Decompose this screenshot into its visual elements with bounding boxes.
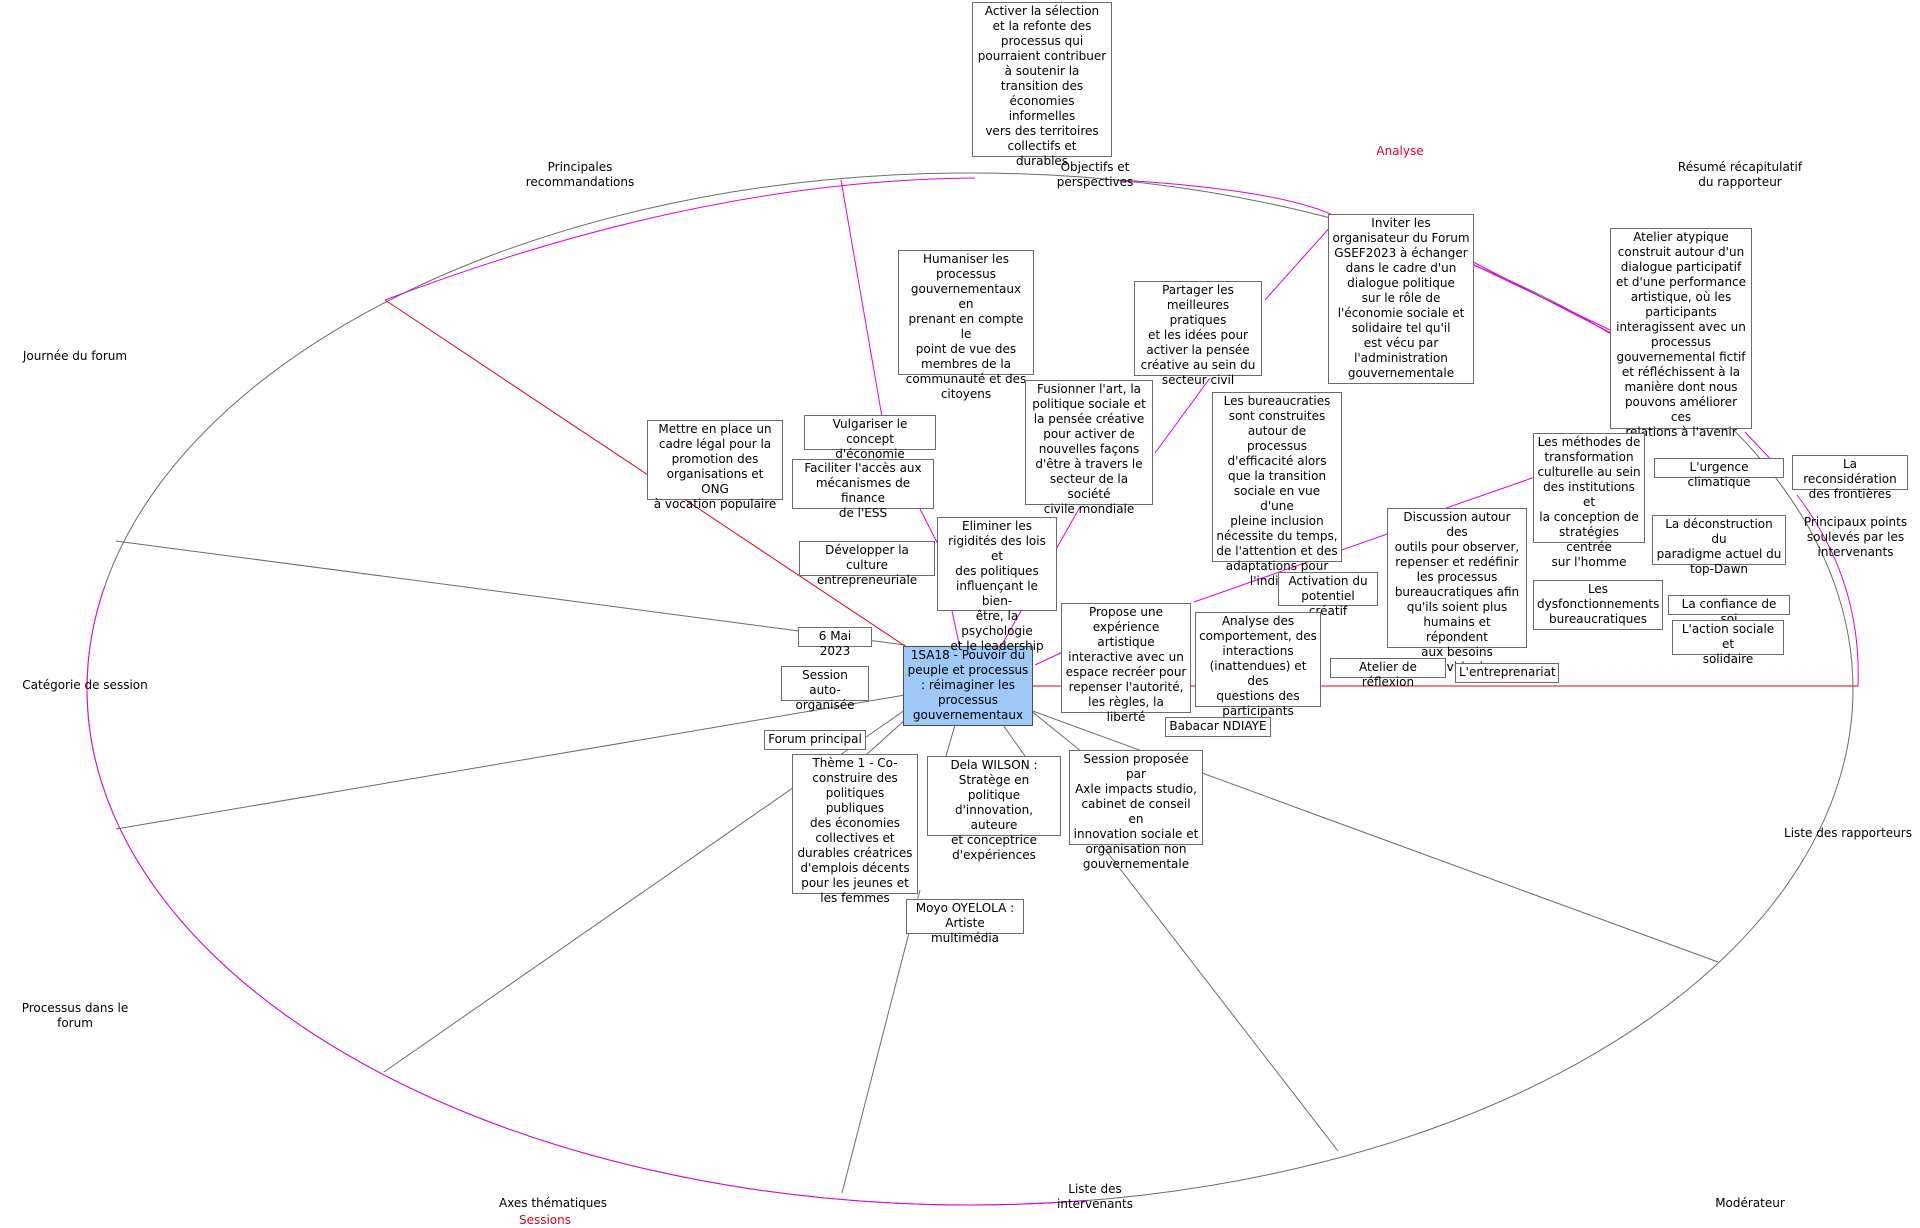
- node-mettre[interactable]: Mettre en place un cadre légal pour la p…: [647, 420, 783, 511]
- line-partager: [1154, 377, 1211, 454]
- label-axes: Axes thématiques: [498, 1196, 608, 1210]
- node-date[interactable]: 6 Mai 2023: [798, 627, 872, 658]
- line-eliminer-center: [951, 610, 961, 649]
- node-dela[interactable]: Dela WILSON : Stratège en politique d'in…: [927, 756, 1061, 862]
- node-deconstruction[interactable]: La déconstruction du paradigme actuel du…: [1652, 515, 1786, 576]
- node-forum-principal[interactable]: Forum principal: [764, 730, 866, 750]
- node-vulgariser[interactable]: Vulgariser le concept d'économie circula…: [804, 415, 936, 476]
- line-methodes: [1431, 475, 1539, 514]
- node-moyo[interactable]: Moyo OYELOLA : Artiste multimédia: [906, 899, 1024, 945]
- node-humaniser[interactable]: Humaniser les processus gouvernementaux …: [898, 250, 1034, 401]
- node-dysfonctionnements[interactable]: Les dysfonctionnements bureaucratiques: [1533, 580, 1663, 630]
- node-entreprenariat[interactable]: L'entreprenariat: [1455, 663, 1559, 683]
- node-developper[interactable]: Développer la culture entrepreneuriale: [799, 541, 935, 587]
- line-journee: [115, 540, 906, 646]
- line-session-proposee: [1029, 709, 1083, 753]
- node-session-proposee[interactable]: Session proposée par Axle impacts studio…: [1069, 750, 1203, 871]
- label-journee: Journée du forum: [22, 349, 128, 363]
- line-inviter: [1264, 224, 1333, 301]
- label-analyse: Analyse: [1376, 144, 1424, 158]
- label-principales-recommandations: Principales recommandations: [525, 160, 635, 189]
- line-dela2: [1002, 724, 1026, 757]
- node-atelier-atypique[interactable]: Atelier atypique construit autour d'un d…: [1610, 228, 1752, 439]
- node-urgence[interactable]: L'urgence climatique: [1654, 458, 1784, 489]
- node-propose[interactable]: Propose une expérience artistique intera…: [1061, 603, 1191, 724]
- line-categorie: [115, 694, 906, 830]
- node-analyse-comportement[interactable]: Analyse des comportement, des interactio…: [1195, 612, 1321, 718]
- line-dela: [945, 724, 956, 757]
- label-intervenants: Liste des intervenants: [1057, 1182, 1133, 1211]
- node-theme[interactable]: Thème 1 - Co- construire des politiques …: [792, 754, 918, 905]
- line-discussion: [1193, 531, 1394, 603]
- arc-objectifs: [384, 177, 976, 301]
- node-partager[interactable]: Partager les meilleures pratiques et les…: [1134, 281, 1262, 387]
- line-mettre-red: [384, 299, 909, 649]
- arc-objectifs2: [1119, 179, 1336, 217]
- node-confiance[interactable]: La confiance de soi: [1668, 595, 1790, 626]
- label-processus: Processus dans le forum: [21, 1001, 129, 1030]
- node-activation[interactable]: Activation du potentiel créatif: [1278, 572, 1378, 618]
- node-session-auto[interactable]: Session auto- organisée: [781, 666, 869, 712]
- node-discussion[interactable]: Discussion autour des outils pour observ…: [1387, 508, 1527, 674]
- node-activer[interactable]: Activer la sélection et la refonte des p…: [972, 2, 1112, 168]
- node-methodes[interactable]: Les méthodes de transformation culturell…: [1533, 433, 1645, 569]
- arc-inviter-atelier: [1467, 261, 1611, 331]
- label-points: Principaux points soulevés par les inter…: [1803, 515, 1908, 559]
- node-atelier-reflexion[interactable]: Atelier de réflexion: [1330, 658, 1446, 689]
- node-eliminer[interactable]: Eliminer les rigidités des lois et des p…: [937, 517, 1057, 653]
- line-vulgariser: [840, 179, 883, 418]
- node-inviter[interactable]: Inviter les organisateur du Forum GSEF20…: [1328, 214, 1474, 384]
- label-sessions: Sessions: [518, 1213, 572, 1227]
- label-objectifs: Objectifs et perspectives: [1056, 160, 1134, 189]
- node-faciliter[interactable]: Faciliter l'accès aux mécanismes de fina…: [792, 459, 934, 520]
- central-topic[interactable]: 1SA18 - Pouvoir du peuple et processus :…: [903, 646, 1033, 726]
- line-theme: [865, 719, 906, 756]
- label-categorie: Catégorie de session: [22, 678, 148, 692]
- node-fusionner[interactable]: Fusionner l'art, la politique sociale et…: [1025, 380, 1153, 516]
- arc-points: [1796, 494, 1859, 687]
- outer-ellipse-magenta-arc-mask: [86, 172, 1854, 1206]
- node-reconsideration[interactable]: La reconsidération des frontières: [1792, 455, 1908, 501]
- line-intervenants: [1089, 829, 1339, 1152]
- label-moderateur: Modérateur: [1715, 1196, 1785, 1210]
- line-axes: [841, 889, 921, 1194]
- node-action-sociale[interactable]: L'action sociale et solidaire: [1672, 620, 1784, 666]
- label-rapporteurs: Liste des rapporteurs: [1784, 826, 1912, 840]
- node-bureaucraties[interactable]: Les bureaucraties sont construites autou…: [1212, 392, 1342, 588]
- node-babacar[interactable]: Babacar NDIAYE: [1165, 717, 1271, 737]
- label-resume: Résumé récapitulatif du rapporteur: [1677, 160, 1803, 189]
